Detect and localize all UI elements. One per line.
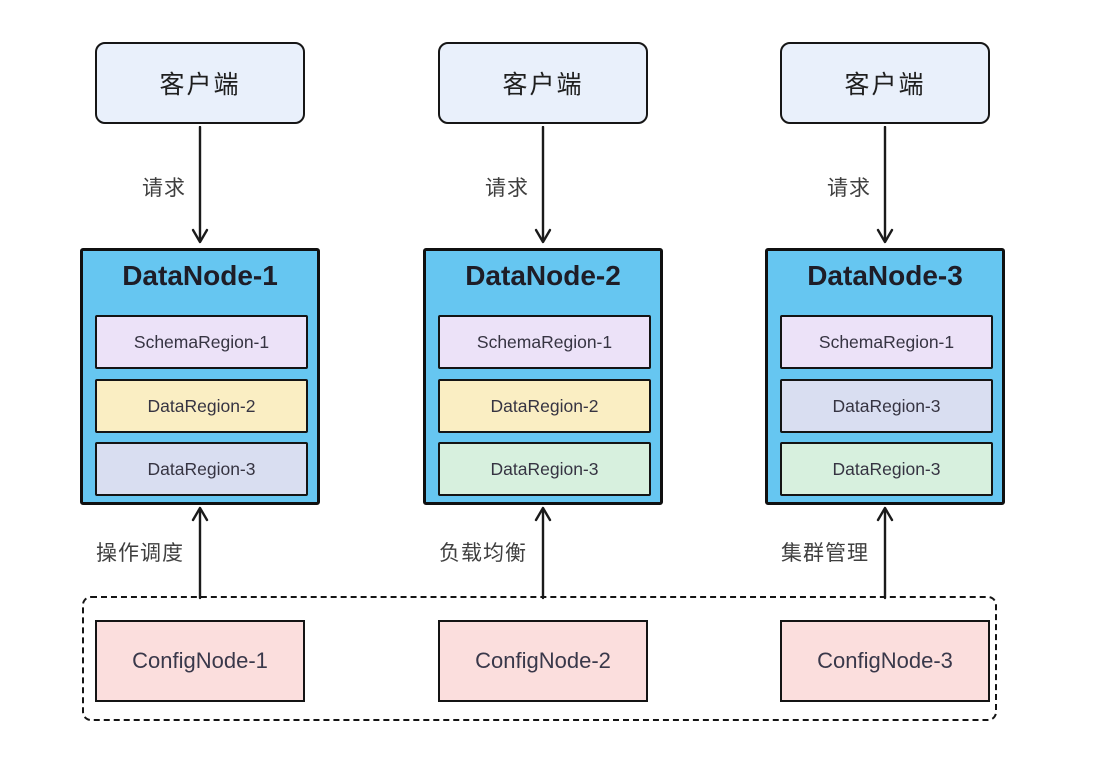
region-box: DataRegion-2: [438, 379, 651, 433]
client-box: 客户端: [95, 42, 305, 124]
region-box: DataRegion-3: [95, 442, 308, 496]
datanode-box: DataNode-3 SchemaRegion-1 DataRegion-3 D…: [765, 248, 1005, 505]
region-box: DataRegion-3: [780, 379, 993, 433]
config-link-label: 负载均衡: [439, 542, 527, 565]
datanode-title: DataNode-3: [807, 260, 963, 291]
request-arrow-down: [191, 126, 209, 244]
client-box: 客户端: [780, 42, 990, 124]
region-box: DataRegion-3: [438, 442, 651, 496]
datanode-box: DataNode-1 SchemaRegion-1 DataRegion-2 D…: [80, 248, 320, 505]
request-label: 请求: [485, 177, 529, 200]
request-arrow-down: [876, 126, 894, 244]
request-label: 请求: [827, 177, 871, 200]
region-box: SchemaRegion-1: [780, 315, 993, 369]
datanode-box: DataNode-2 SchemaRegion-1 DataRegion-2 D…: [423, 248, 663, 505]
config-link-arrow-up: [534, 506, 552, 600]
config-link-label: 操作调度: [96, 542, 184, 565]
config-link-arrow-up: [191, 506, 209, 600]
request-arrow-down: [534, 126, 552, 244]
region-box: SchemaRegion-1: [95, 315, 308, 369]
confignode-box: ConfigNode-1: [95, 620, 305, 702]
client-box: 客户端: [438, 42, 648, 124]
config-link-arrow-up: [876, 506, 894, 600]
datanode-title: DataNode-2: [465, 260, 621, 291]
confignode-box: ConfigNode-3: [780, 620, 990, 702]
region-box: DataRegion-3: [780, 442, 993, 496]
confignode-box: ConfigNode-2: [438, 620, 648, 702]
region-box: DataRegion-2: [95, 379, 308, 433]
request-label: 请求: [142, 177, 186, 200]
config-link-label: 集群管理: [781, 542, 869, 565]
region-box: SchemaRegion-1: [438, 315, 651, 369]
datanode-title: DataNode-1: [122, 260, 278, 291]
confignode-group-border: [82, 596, 997, 721]
